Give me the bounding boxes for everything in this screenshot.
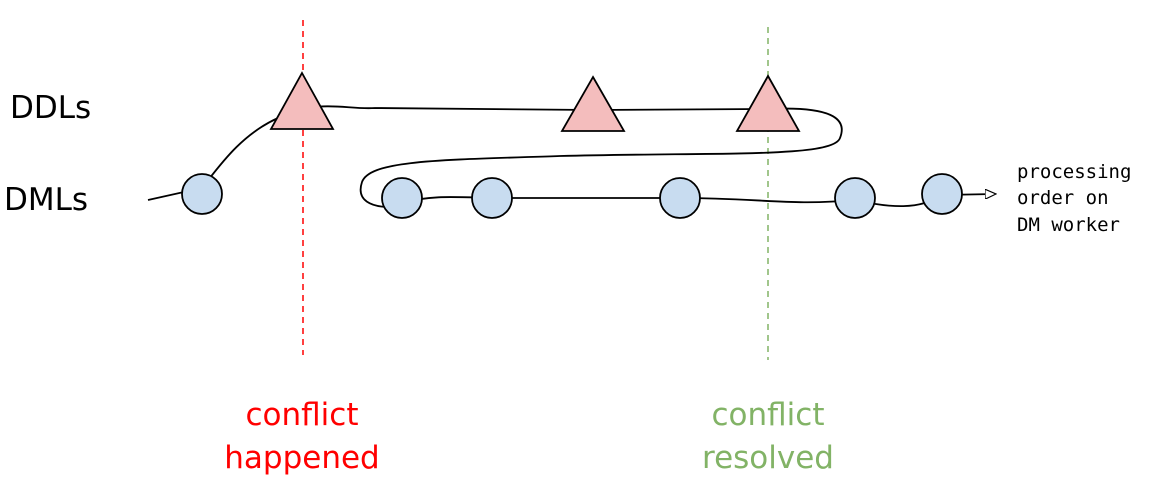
dml-event-5 [834,177,876,219]
dml-event-6 [921,173,963,215]
dml-event-4 [659,177,701,219]
conflict-happened-label-line1: conflict [246,397,359,433]
conflict-resolved-label-line2: resolved [702,440,834,476]
conflict-resolved-label-line1: conflict [712,397,825,433]
processing-order-path [147,105,995,208]
conflict-happened-label-line2: happened [224,440,379,476]
processing-order-note-line1: processing [1017,161,1131,183]
ddl-row-label: DDLs [10,90,91,126]
ddl-event-1 [269,71,335,130]
dml-event-1 [181,173,223,215]
dml-event-3 [471,177,513,219]
ddl-event-3 [735,74,801,132]
processing-order-note-line2: order on [1017,187,1109,209]
dml-row-label: DMLs [4,182,88,218]
ddl-event-2 [560,75,626,132]
processing-order-note-line3: DM worker [1017,214,1120,236]
dml-event-2 [381,177,423,219]
